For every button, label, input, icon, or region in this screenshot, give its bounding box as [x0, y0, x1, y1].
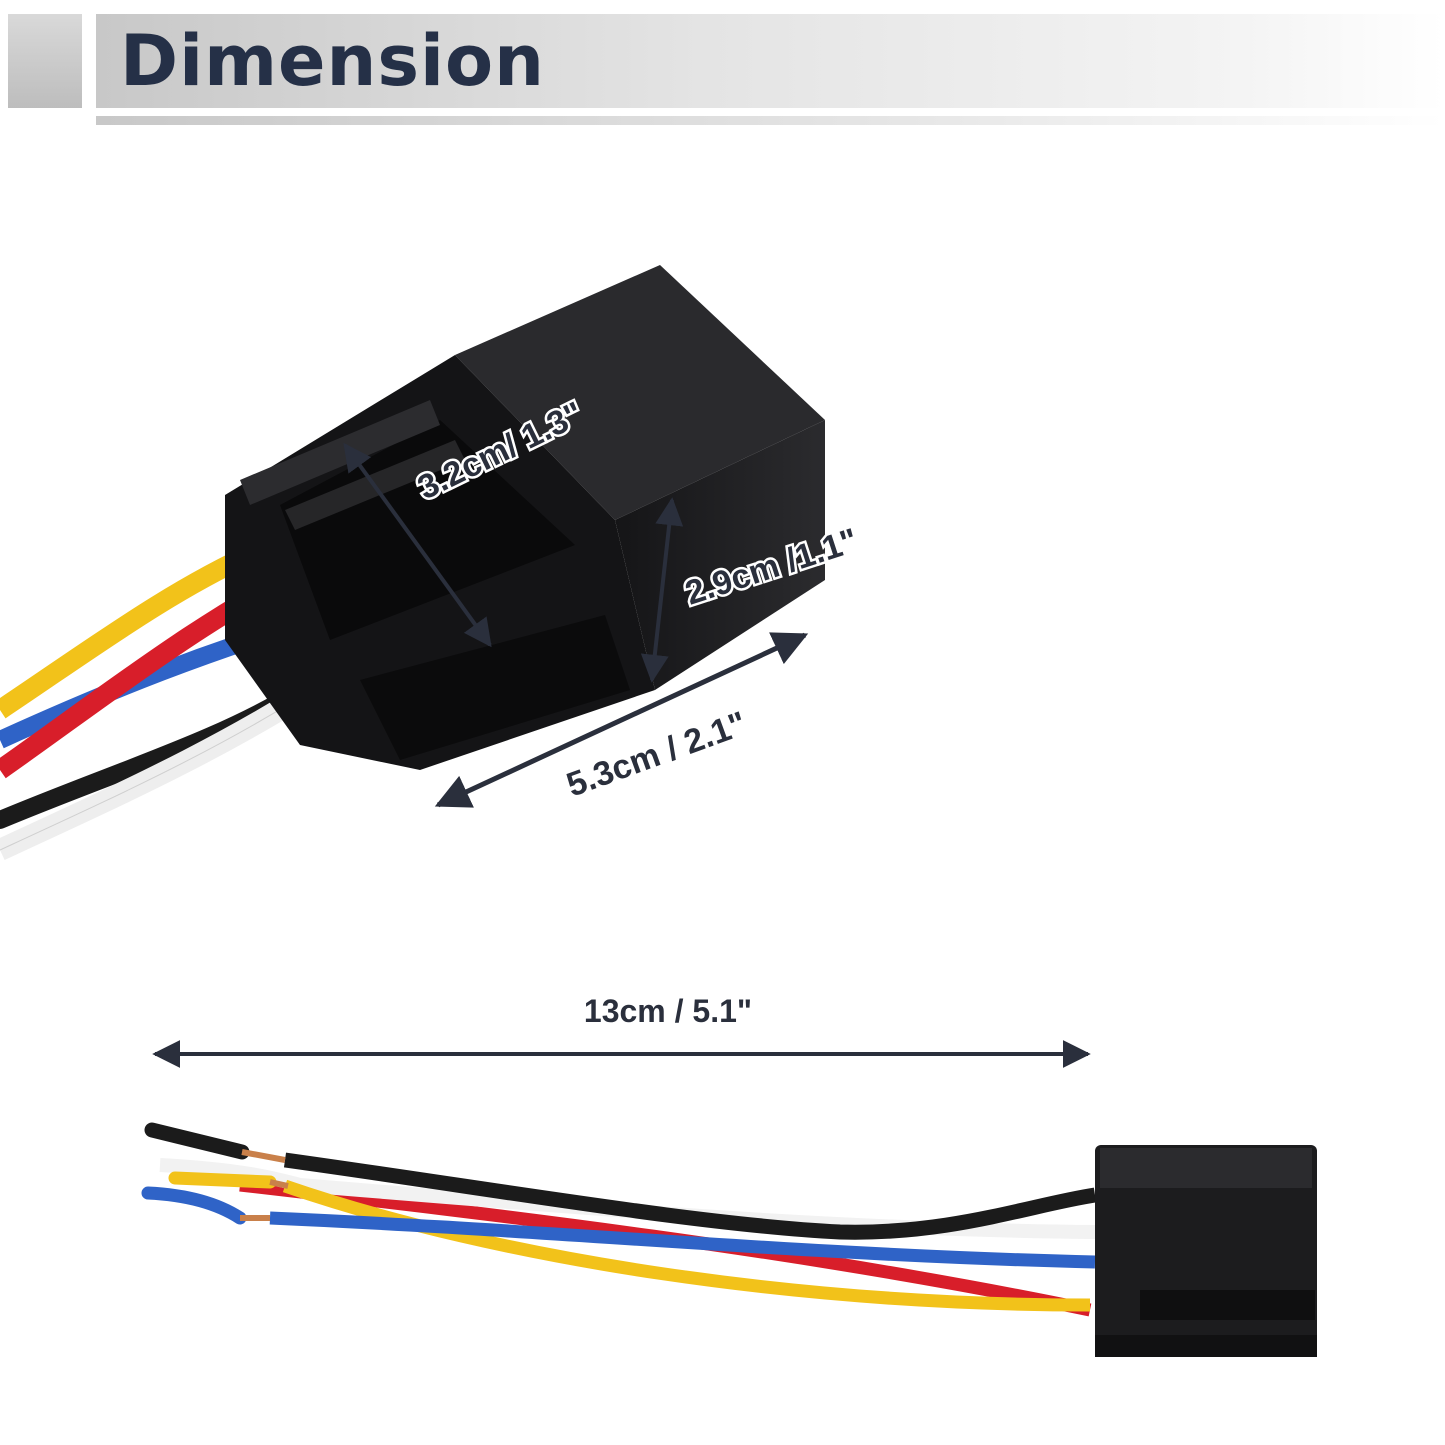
header-accent-block [8, 14, 82, 108]
wire-blue-tip [141, 1186, 247, 1225]
page-title: Dimension [120, 20, 545, 102]
copper-strand [241, 1149, 286, 1163]
wire-black-bottom [283, 1152, 1097, 1240]
header-underline [96, 116, 1445, 125]
socket-top [1100, 1148, 1312, 1188]
socket-wiring-photo [141, 1122, 1317, 1357]
header-banner [96, 14, 1445, 108]
copper-strand [269, 1179, 289, 1189]
wire-black [0, 681, 309, 829]
wire-yellow-bottom [282, 1179, 1091, 1312]
socket-notch [1140, 1290, 1315, 1320]
relay-socket-photo [0, 265, 825, 860]
wire-blue-bottom [269, 1211, 1096, 1269]
width-arrow [434, 632, 809, 808]
wire-black-tip [144, 1122, 250, 1160]
width-label: 5.3cm / 2.1" [562, 704, 752, 804]
wire-yellow-tip [168, 1171, 277, 1189]
connector-ridge [240, 400, 440, 505]
connector-top-face [455, 265, 825, 520]
socket-edge [1095, 1335, 1317, 1357]
wire-length-label: 13cm / 5.1" [584, 993, 752, 1029]
depth-arrow [343, 442, 492, 648]
